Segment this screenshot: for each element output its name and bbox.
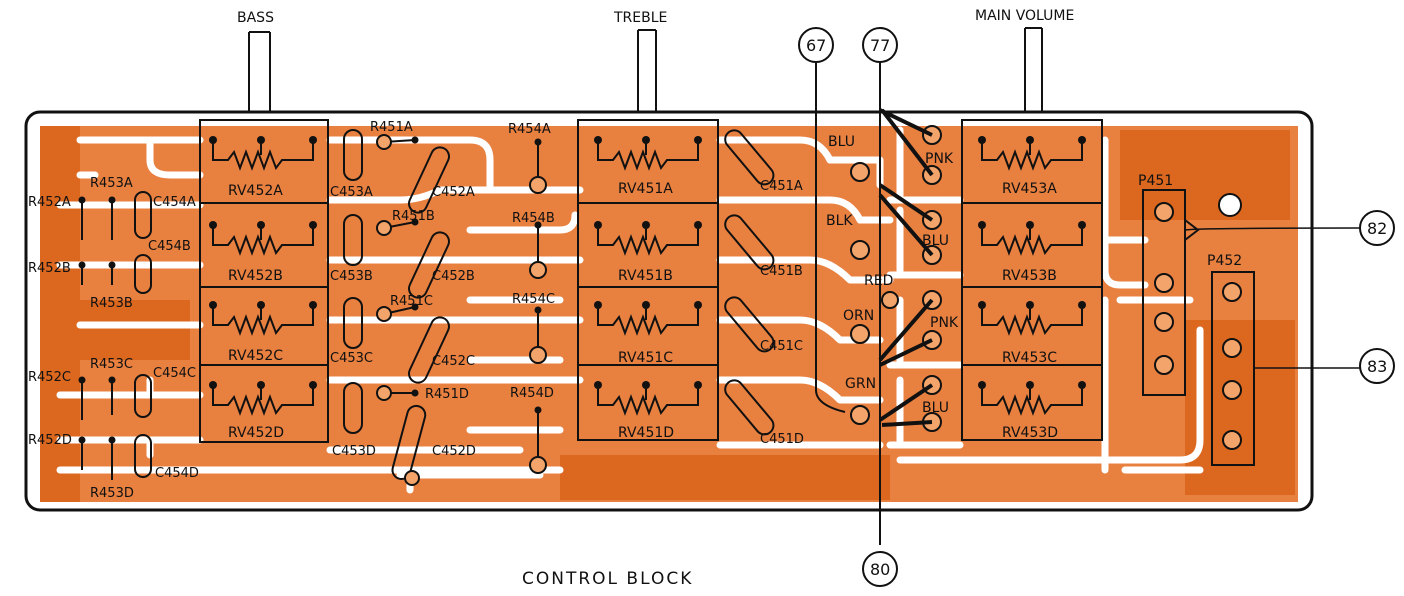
capacitors [134, 129, 775, 481]
pot-shafts [248, 27, 1043, 120]
label-r452c: R452C [28, 370, 71, 385]
resistor-leads [81, 139, 539, 480]
label-r452d: R452D [28, 433, 72, 448]
wire-grn: GRN [845, 376, 876, 392]
harness-wires [815, 57, 1361, 545]
label-c454d: C454D [155, 466, 199, 481]
label-rv453c: RV453C [1002, 350, 1057, 366]
label-rv453d: RV453D [1002, 425, 1058, 441]
label-rv452c: RV452C [228, 348, 283, 364]
label-main-volume: MAIN VOLUME [975, 8, 1074, 24]
label-r452a: R452A [28, 195, 71, 210]
label-c453a: C453A [330, 185, 373, 200]
label-treble: TREBLE [613, 10, 667, 26]
label-r451d: R451D [425, 387, 469, 402]
label-r454b: R454B [512, 211, 555, 226]
label-rv451c: RV451C [618, 350, 673, 366]
label-c451d: C451D [760, 432, 804, 447]
label-c451b: C451B [760, 264, 803, 279]
label-c452c: C452C [432, 354, 475, 369]
label-r454a: R454A [508, 122, 551, 137]
wire-pnk-2: PNK [930, 315, 959, 331]
wire-blu-2: BLU [922, 233, 949, 249]
label-rv452b: RV452B [228, 268, 283, 284]
labels: BASS TREBLE MAIN VOLUME CONTROL BLOCK 67… [28, 8, 1387, 589]
callout-80: 80 [870, 560, 890, 579]
label-c452a: C452A [432, 185, 475, 200]
label-c454c: C454C [153, 366, 196, 381]
label-rv452a: RV452A [228, 183, 283, 199]
diagram-title: CONTROL BLOCK [522, 569, 693, 589]
label-c453b: C453B [330, 269, 373, 284]
label-r453b: R453B [90, 296, 133, 311]
label-r454d: R454D [510, 386, 554, 401]
wire-blu-3: BLU [922, 400, 949, 416]
label-rv453b: RV453B [1002, 268, 1057, 284]
label-r451b: R451B [392, 209, 435, 224]
copper-layer [40, 126, 1298, 502]
label-r453c: R453C [90, 357, 133, 372]
label-c452d: C452D [432, 444, 476, 459]
callout-77: 77 [870, 36, 890, 55]
label-r454c: R454C [512, 292, 555, 307]
wire-blk: BLK [826, 213, 853, 229]
label-rv451a: RV451A [618, 181, 673, 197]
wire-blu-1: BLU [828, 134, 855, 150]
callout-circles [798, 27, 1395, 587]
callout-83: 83 [1367, 357, 1387, 376]
wire-red: RED [864, 273, 893, 289]
label-c451c: C451C [760, 339, 803, 354]
label-c453c: C453C [330, 351, 373, 366]
label-r451a: R451A [370, 120, 413, 135]
label-c452b: C452B [432, 269, 475, 284]
label-rv451b: RV451B [618, 268, 673, 284]
callout-67: 67 [806, 36, 826, 55]
solder-points [78, 136, 1086, 444]
label-c451a: C451A [760, 179, 803, 194]
mounting-hole [1218, 193, 1242, 217]
label-r453a: R453A [90, 176, 133, 191]
label-p452: P452 [1207, 253, 1242, 269]
label-bass: BASS [237, 10, 274, 26]
label-r451c: R451C [390, 294, 433, 309]
label-c454a: C454A [153, 195, 196, 210]
wire-pnk-1: PNK [925, 151, 954, 167]
label-rv453a: RV453A [1002, 181, 1057, 197]
label-c454b: C454B [148, 239, 191, 254]
component-boxes [199, 119, 1255, 466]
label-p451: P451 [1138, 173, 1173, 189]
label-rv452d: RV452D [228, 425, 284, 441]
label-rv451d: RV451D [618, 425, 674, 441]
wire-orn: ORN [843, 308, 874, 324]
label-c453d: C453D [332, 444, 376, 459]
label-r452b: R452B [28, 261, 71, 276]
traces [56, 126, 1204, 494]
label-r453d: R453D [90, 486, 134, 501]
callout-82: 82 [1367, 219, 1387, 238]
